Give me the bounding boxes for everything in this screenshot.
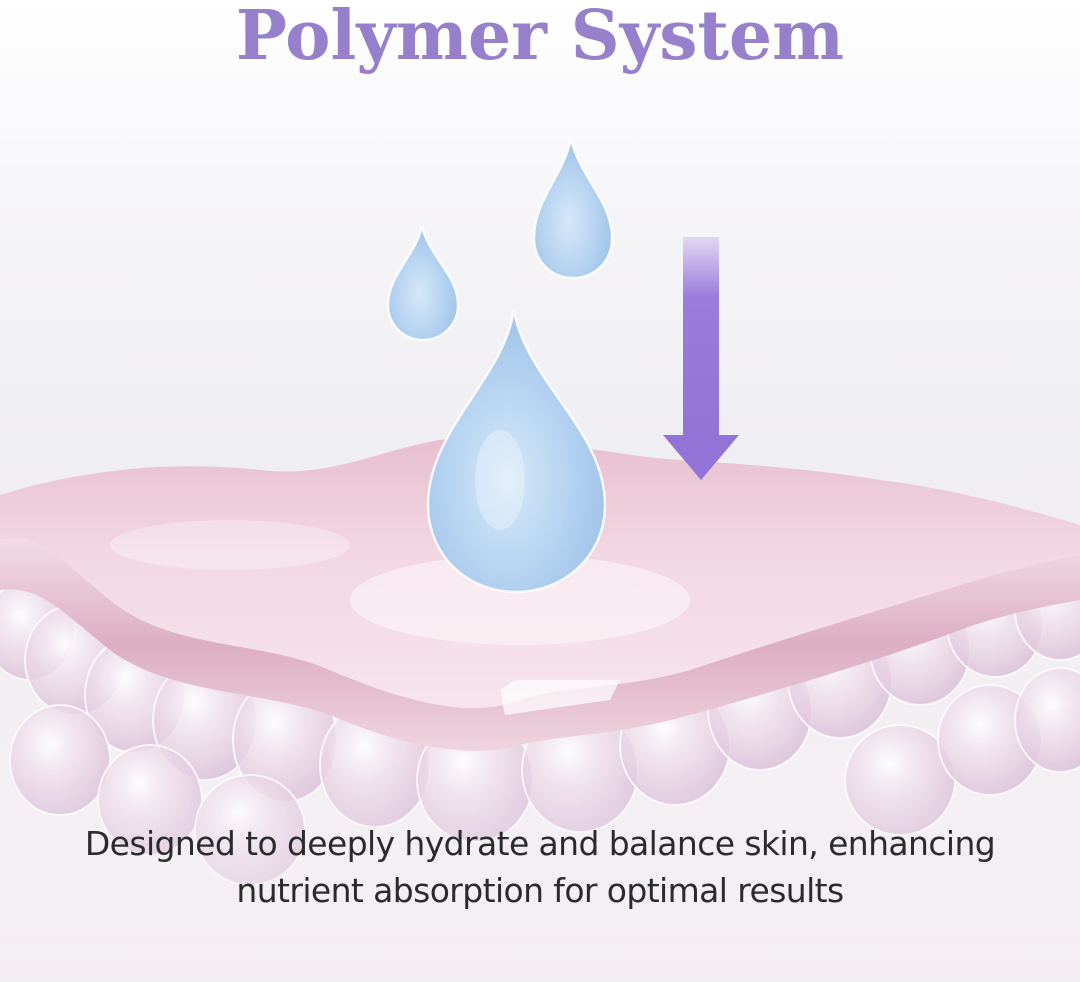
droplet-small-right bbox=[532, 137, 614, 280]
skin-layer-edge bbox=[0, 538, 1080, 751]
droplets bbox=[386, 137, 614, 594]
page-title: Polymer System bbox=[235, 0, 845, 76]
droplet-large bbox=[426, 309, 607, 594]
arrow-down-icon bbox=[663, 237, 739, 480]
caption-line-2: nutrient absorption for optimal results bbox=[236, 871, 844, 910]
caption: Designed to deeply hydrate and balance s… bbox=[0, 820, 1080, 914]
caption-line-1: Designed to deeply hydrate and balance s… bbox=[84, 824, 996, 863]
droplet-small-left bbox=[386, 225, 460, 342]
